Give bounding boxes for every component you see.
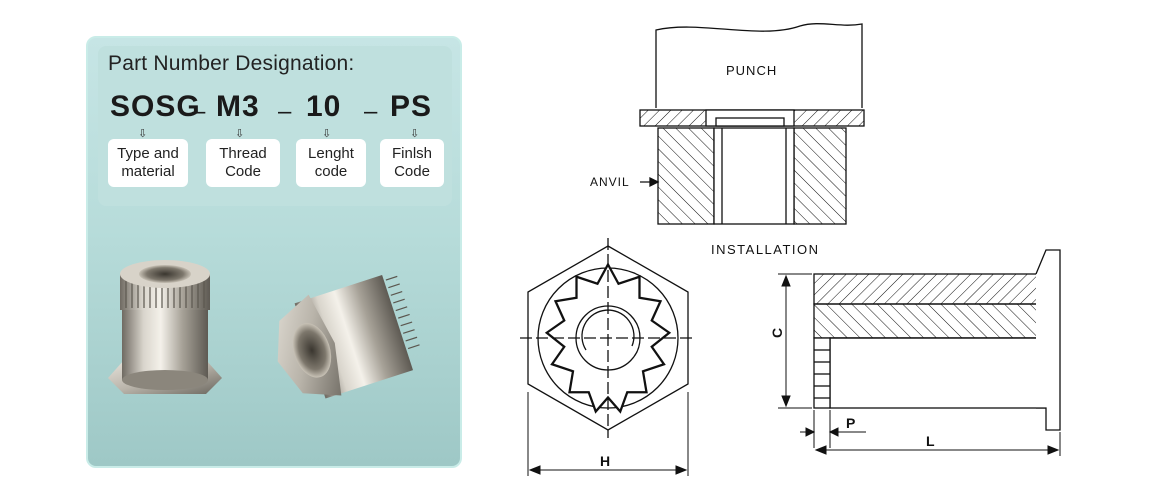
anvil-right: [793, 127, 847, 225]
dim-c: [778, 273, 812, 409]
dim-h: [527, 392, 689, 476]
dim-p: [800, 410, 866, 448]
arrow-down-icon: ⇩: [138, 128, 148, 140]
hex-top-view: [520, 238, 696, 438]
label-line: material: [121, 163, 175, 180]
label-type-material: Type and material: [108, 139, 188, 187]
separator-2: –: [278, 98, 292, 125]
arrow-down-icon: ⇩: [322, 128, 332, 140]
code-type: SOSG: [110, 90, 201, 123]
dim-l: [814, 432, 1061, 456]
separator-3: –: [364, 98, 378, 125]
label-line: Code: [394, 163, 430, 180]
label-line: Finlsh: [391, 145, 432, 162]
label-line: Lenght: [308, 145, 354, 162]
label-finish-code: Finlsh Code: [380, 139, 444, 187]
label-line: Type and: [117, 145, 179, 162]
anvil-left: [657, 127, 715, 225]
installation-view: [639, 23, 865, 225]
code-thread: M3: [216, 90, 260, 123]
knurl-collar: [813, 337, 831, 409]
part-number-panel: Part Number Designation: SOSG – M3 – 10 …: [86, 36, 462, 468]
code-finish: PS: [390, 90, 433, 123]
arrow-down-icon: ⇩: [410, 128, 420, 140]
standoff-tilted: [277, 274, 420, 399]
product-photo: [108, 260, 420, 399]
label-line: Thread: [219, 145, 267, 162]
punch-label: PUNCH: [726, 63, 777, 78]
body-lower: [829, 337, 1051, 409]
label-line: Code: [225, 163, 261, 180]
label-length-code: Lenght code: [296, 139, 366, 187]
label-thread-code: Thread Code: [206, 139, 280, 187]
anvil-label: ANVIL: [590, 175, 630, 189]
thread-band: [813, 303, 1051, 339]
designation-title: Part Number Designation:: [108, 52, 355, 75]
dim-l-label: L: [926, 433, 935, 449]
dim-h-label: H: [600, 453, 610, 469]
arrow-down-icon: ⇩: [235, 128, 245, 140]
separator-1: –: [192, 98, 206, 125]
side-section-view: [813, 249, 1061, 431]
anvil-bore: [713, 127, 795, 225]
body-upper: [813, 273, 1051, 305]
punch-body: [655, 23, 863, 108]
installation-label: INSTALLATION: [711, 242, 820, 257]
label-line: code: [314, 163, 348, 180]
head-flange: [1035, 249, 1061, 431]
dim-c-label: C: [769, 328, 785, 338]
dim-p-label: P: [846, 415, 855, 431]
code-length: 10: [306, 90, 342, 123]
standoff-upright: [108, 260, 222, 394]
insert-flange: [715, 117, 785, 127]
